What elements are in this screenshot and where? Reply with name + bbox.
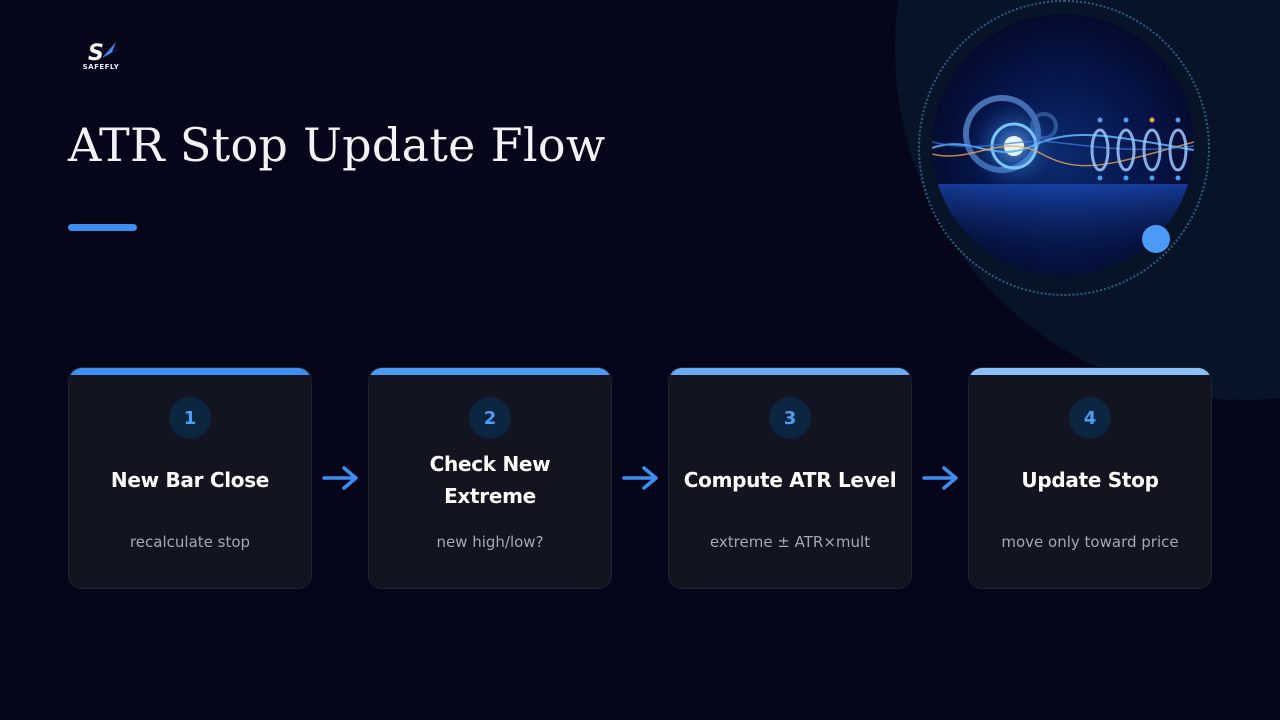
step-card-top-bar xyxy=(969,368,1211,375)
safefly-logo-icon: S xyxy=(88,41,120,66)
safefly-logo: S SAFEFLY xyxy=(76,38,126,72)
dotted-ring xyxy=(918,0,1210,296)
step-card-1: 1 New Bar Close recalculate stop xyxy=(68,367,312,589)
step-card-top-bar xyxy=(669,368,911,375)
step-card-2: 2 Check New Extreme new high/low? xyxy=(368,367,612,589)
arrow-right-icon xyxy=(322,466,358,490)
step-number-badge: 2 xyxy=(469,397,511,439)
step-description: extreme ± ATR×mult xyxy=(709,533,871,551)
svg-text:S: S xyxy=(88,41,104,64)
logo-text: SAFEFLY xyxy=(82,63,120,71)
step-card-3: 3 Compute ATR Level extreme ± ATR×mult xyxy=(668,367,912,589)
page-title: ATR Stop Update Flow xyxy=(68,118,606,172)
step-title: Update Stop xyxy=(1021,468,1159,492)
step-card-top-bar xyxy=(369,368,611,375)
title-underline xyxy=(68,224,137,231)
step-card-4: 4 Update Stop move only toward price xyxy=(968,367,1212,589)
step-title: Check New Extreme xyxy=(429,452,551,508)
step-title: Compute ATR Level xyxy=(683,468,897,492)
arrow-right-icon xyxy=(622,466,658,490)
arrow-right-icon xyxy=(922,466,958,490)
step-title: New Bar Close xyxy=(110,468,270,492)
accent-dot xyxy=(1142,225,1170,253)
step-number-badge: 3 xyxy=(769,397,811,439)
step-number-badge: 4 xyxy=(1069,397,1111,439)
step-description: recalculate stop xyxy=(129,533,251,551)
step-description: move only toward price xyxy=(1001,533,1179,551)
step-description: new high/low? xyxy=(436,533,544,551)
step-card-top-bar xyxy=(69,368,311,375)
step-number-badge: 1 xyxy=(169,397,211,439)
